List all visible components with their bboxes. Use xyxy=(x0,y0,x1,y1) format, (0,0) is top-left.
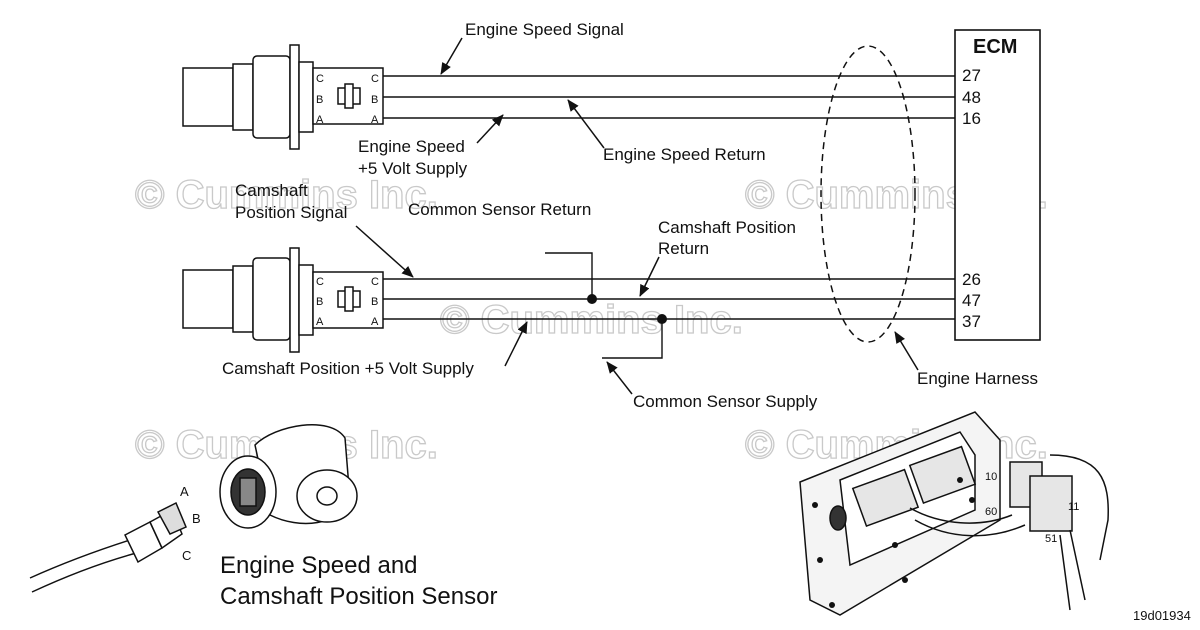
label-engine-speed-supply-2: +5 Volt Supply xyxy=(358,159,468,178)
ecm-pin-26: 26 xyxy=(962,270,981,289)
watermark-3: © Cummins Inc. xyxy=(440,298,743,342)
ecm-connector-51: 51 xyxy=(1045,533,1057,545)
engine-harness-outline xyxy=(820,45,916,343)
label-engine-speed-return: Engine Speed Return xyxy=(603,145,766,164)
ecm-pin-16: 16 xyxy=(962,109,981,128)
label-camshaft-supply: Camshaft Position +5 Volt Supply xyxy=(222,359,474,378)
ecm-pin-37: 37 xyxy=(962,312,981,331)
pictorial-pin-a: A xyxy=(180,484,189,499)
svg-text:A: A xyxy=(371,316,379,328)
leader-lines xyxy=(355,37,919,395)
label-engine-speed-supply-1: Engine Speed xyxy=(358,137,465,156)
engine-speed-sensor xyxy=(182,44,384,150)
svg-text:A: A xyxy=(316,114,324,126)
ecm-connector-11: 11 xyxy=(1068,501,1079,513)
label-engine-harness: Engine Harness xyxy=(917,369,1038,388)
ecm-pin-48: 48 xyxy=(962,88,981,107)
sensor-illustration xyxy=(29,424,358,593)
label-engine-speed-signal: Engine Speed Signal xyxy=(465,20,624,39)
svg-text:B: B xyxy=(371,296,378,308)
camshaft-connector-pins: C B A C B A xyxy=(316,276,379,328)
label-camshaft-signal-1: Camshaft xyxy=(235,181,308,200)
sensor-title-line1: Engine Speed and xyxy=(220,552,418,579)
camshaft-position-sensor xyxy=(182,247,384,353)
sensor-title-line2: Camshaft Position Sensor xyxy=(220,583,497,610)
label-camshaft-signal-2: Position Signal xyxy=(235,203,347,222)
label-camshaft-return-2: Return xyxy=(658,239,709,258)
svg-text:C: C xyxy=(371,73,379,85)
label-common-sensor-supply: Common Sensor Supply xyxy=(633,392,818,411)
ecm-mounting-bolts xyxy=(812,477,975,608)
svg-text:C: C xyxy=(371,276,379,288)
engine-speed-connector-pins: C B A C B A xyxy=(316,73,379,126)
ecm-illustration xyxy=(799,411,1109,616)
ecm-pin-27: 27 xyxy=(962,66,981,85)
watermark-1: © Cummins Inc. xyxy=(135,173,438,217)
svg-text:A: A xyxy=(371,114,379,126)
engine-speed-wires xyxy=(383,75,955,119)
ecm-connector-10: 10 xyxy=(985,471,997,483)
ecm-module: ECM 27 48 16 26 47 37 xyxy=(954,29,1041,341)
label-common-sensor-return: Common Sensor Return xyxy=(408,200,591,219)
svg-text:C: C xyxy=(316,73,324,85)
svg-text:A: A xyxy=(316,316,324,328)
ecm-connector-60: 60 xyxy=(985,506,997,518)
pictorial-pin-c: C xyxy=(182,548,191,563)
pictorial-pin-b: B xyxy=(192,511,201,526)
ecm-pin-47: 47 xyxy=(962,291,981,310)
svg-text:C: C xyxy=(316,276,324,288)
svg-text:B: B xyxy=(316,94,323,106)
camshaft-wires xyxy=(383,252,955,359)
common-supply-splice xyxy=(657,314,667,324)
svg-text:B: B xyxy=(371,94,378,106)
ecm-label: ECM xyxy=(973,36,1017,58)
common-return-splice xyxy=(587,294,597,304)
label-camshaft-return-1: Camshaft Position xyxy=(658,218,796,237)
figure-id: 19d01934 xyxy=(1133,608,1191,623)
svg-text:B: B xyxy=(316,296,323,308)
